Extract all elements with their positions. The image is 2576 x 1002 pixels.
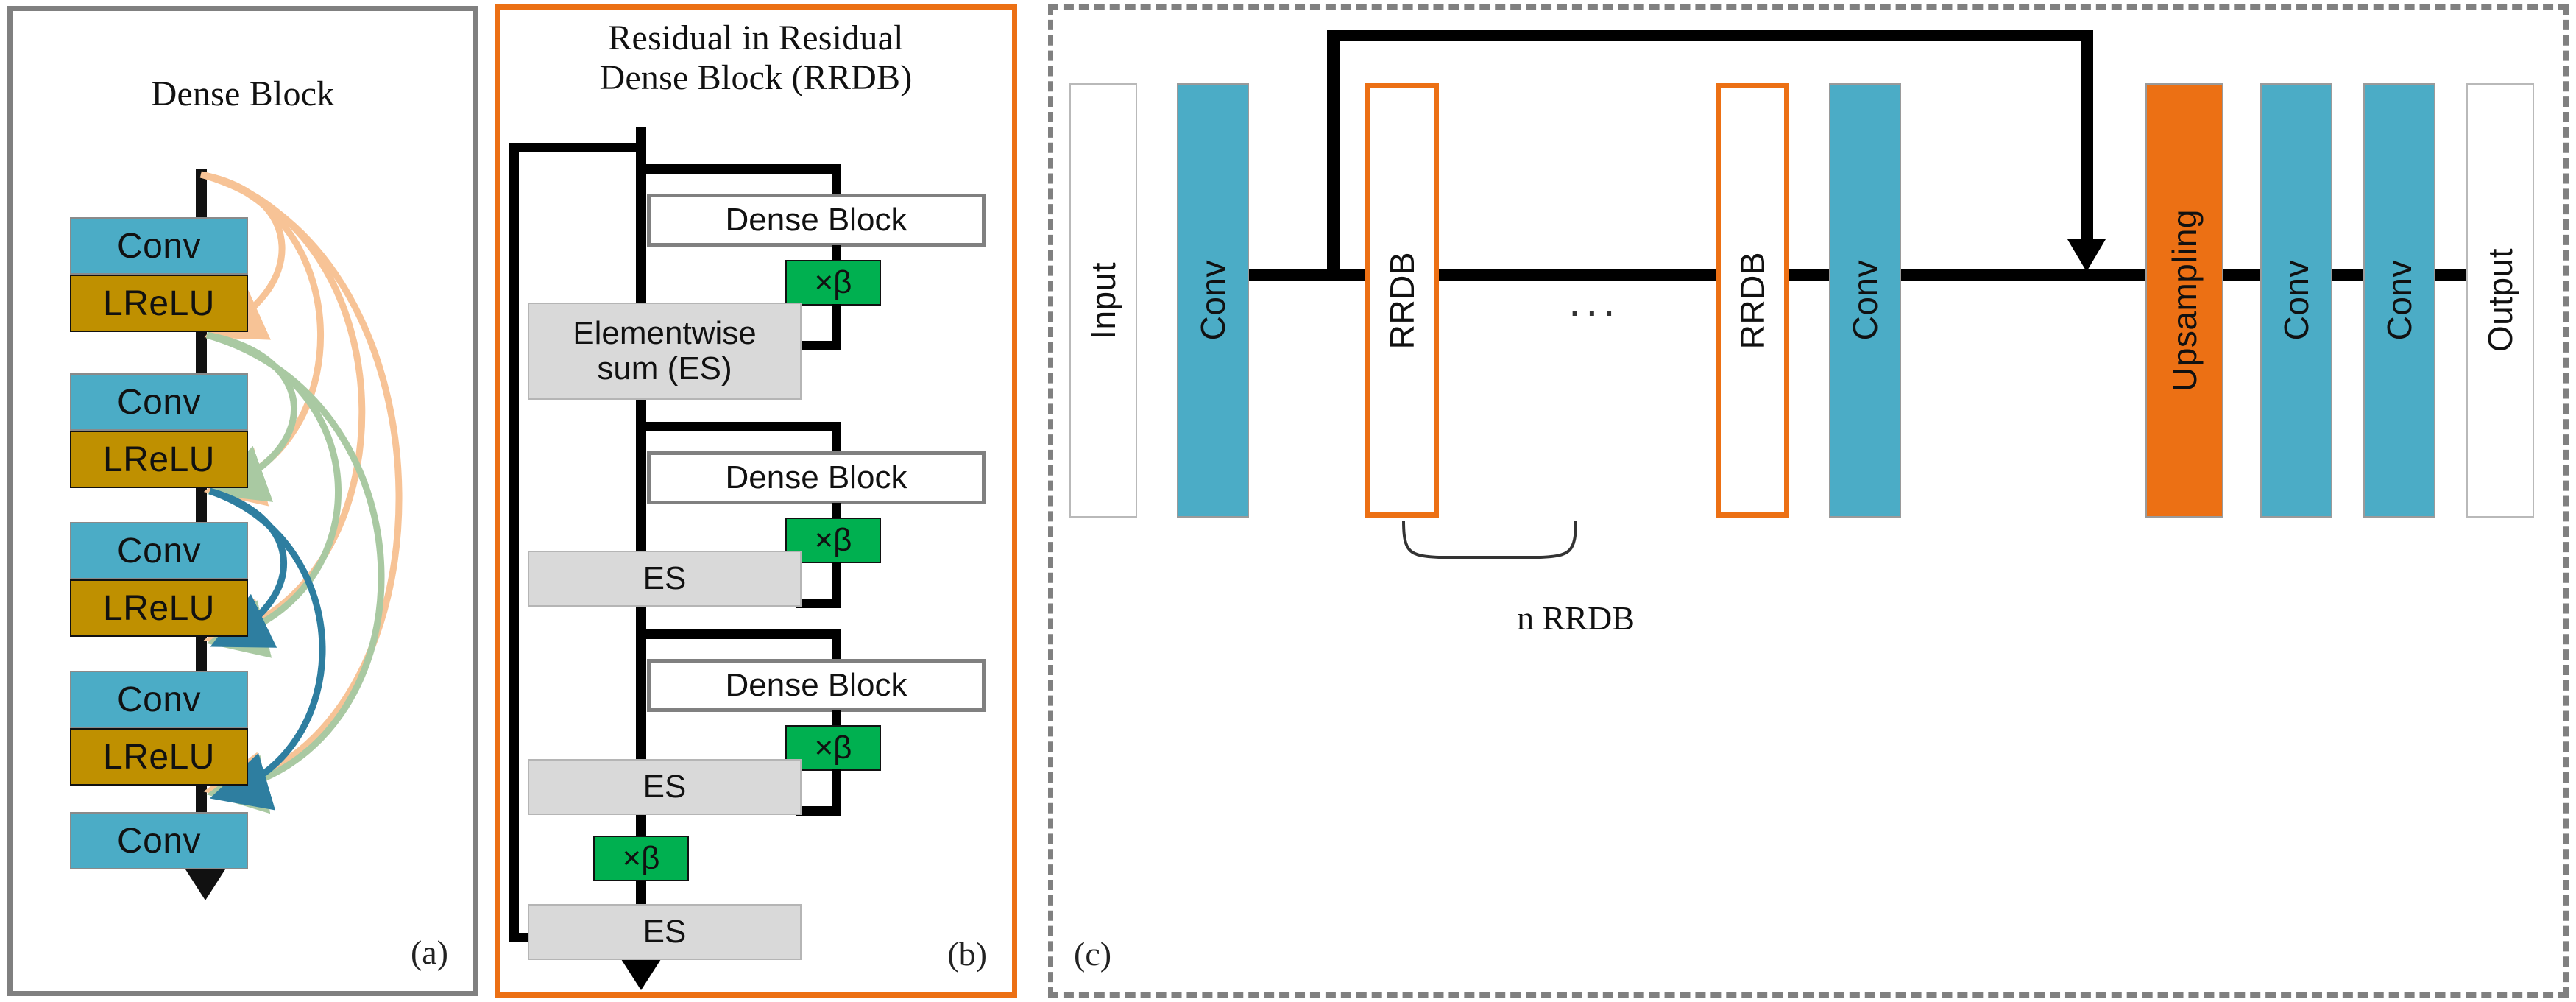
panel-b-title-line1: Residual in Residual — [608, 18, 904, 57]
rrdb-beta1-to-es1 — [796, 341, 841, 350]
panel-a-title: Dense Block — [151, 74, 335, 113]
dense-conv-4: Conv — [70, 671, 248, 728]
rrdb-db3-to-beta3 — [832, 710, 841, 727]
rrdb-beta2-to-es2 — [796, 599, 841, 608]
rrdb-outer-skip-top — [509, 143, 640, 152]
rrdb-es-3: ES — [528, 759, 802, 815]
generator-rrdb-ellipsis: ... — [1568, 275, 1620, 326]
rrdb-dense-block-3: Dense Block — [647, 659, 986, 712]
generator-bar-conv-1: Conv — [1177, 83, 1249, 518]
global-skip-arrowhead — [2067, 239, 2106, 272]
dense-lrelu-4: LReLU — [70, 728, 248, 786]
rrdb-beta3-down — [832, 769, 841, 815]
global-skip-top — [1327, 30, 2092, 41]
dense-lrelu-2: LReLU — [70, 431, 248, 488]
panel-c-tag: (c) — [1074, 935, 1112, 973]
rrdb-dense-block-2: Dense Block — [647, 451, 986, 504]
rrdb-branch3-down — [832, 629, 841, 659]
dense-block-output-arrowhead — [185, 869, 225, 900]
panel-c-generator: Input Conv RRDB ... RRDB Conv Upsampling… — [1048, 4, 2569, 998]
panel-b-rrdb: Residual in Residual Dense Block (RRDB) … — [495, 4, 1017, 998]
dense-lrelu-1: LReLU — [70, 275, 248, 332]
rrdb-es-2: ES — [528, 551, 802, 607]
generator-bar-input: Input — [1069, 83, 1137, 518]
rrdb-outer-skip-left — [509, 143, 519, 942]
generator-bar-conv-2: Conv — [1829, 83, 1901, 518]
rrdb-output-arrowhead — [621, 959, 661, 990]
rrdb-beta1-down — [832, 304, 841, 350]
panel-a-dense-block: Dense Block — [7, 6, 478, 996]
generator-bar-output: Output — [2466, 83, 2534, 518]
rrdb-branch2-top — [641, 422, 841, 431]
generator-bar-upsampling: Upsampling — [2145, 83, 2223, 518]
dense-conv-1: Conv — [70, 217, 248, 275]
rrdb-branch3-top — [641, 629, 841, 639]
global-skip-left — [1327, 30, 1340, 281]
panel-b-title-line2: Dense Block (RRDB) — [599, 58, 913, 97]
dense-conv-3: Conv — [70, 522, 248, 579]
generator-bar-conv-3: Conv — [2260, 83, 2332, 518]
rrdb-db2-to-beta2 — [832, 503, 841, 519]
rrdb-beta-trunk: ×β — [593, 836, 689, 881]
rrdb-beta2-down — [832, 562, 841, 607]
dense-conv-5: Conv — [70, 812, 248, 869]
rrdb-beta-1: ×β — [785, 260, 881, 306]
dense-conv-2: Conv — [70, 373, 248, 431]
rrdb-es-final: ES — [528, 904, 802, 960]
generator-bar-rrdb-first: RRDB — [1365, 83, 1439, 518]
generator-bar-rrdb-last: RRDB — [1716, 83, 1789, 518]
panel-b-tag: (b) — [947, 935, 987, 973]
rrdb-branch1-down — [832, 164, 841, 194]
rrdb-branch1-top — [641, 164, 841, 174]
rrdb-db1-to-beta1 — [832, 245, 841, 261]
rrdb-es-1: Elementwise sum (ES) — [528, 303, 802, 400]
generator-bar-conv-4: Conv — [2363, 83, 2435, 518]
dense-lrelu-3: LReLU — [70, 579, 248, 637]
n-rrdb-brace — [1402, 520, 1577, 559]
n-rrdb-label: n RRDB — [1517, 599, 1635, 637]
rrdb-beta-3: ×β — [785, 725, 881, 771]
rrdb-beta3-to-es3 — [796, 806, 841, 816]
panel-a-tag: (a) — [410, 934, 448, 971]
rrdb-dense-block-1: Dense Block — [647, 194, 986, 247]
rrdb-branch2-down — [832, 422, 841, 451]
global-skip-right — [2081, 30, 2093, 244]
